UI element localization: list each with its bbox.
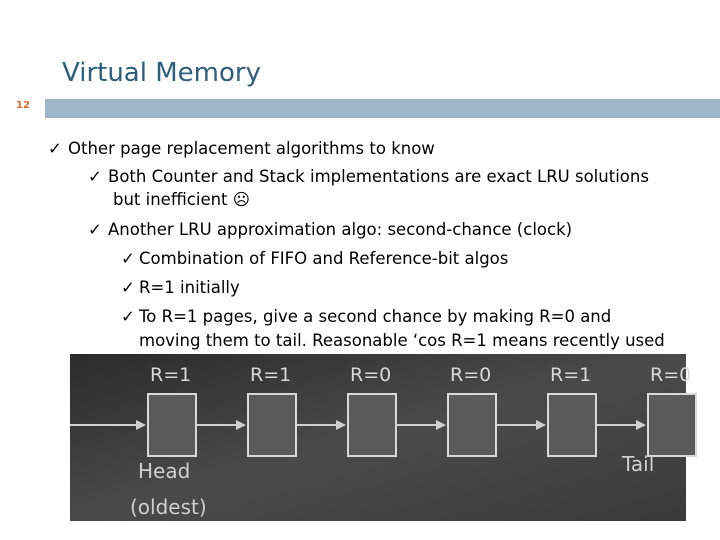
- check-icon: ✓: [48, 139, 62, 158]
- queue-node-box: [147, 393, 197, 457]
- queue-diagram: R=1 R=1 R=0 R=0 R=1 R=0 Head (oldest) Tail: [70, 354, 697, 521]
- bullet-item: ✓Combination of FIFO and Reference-bit a…: [121, 249, 508, 269]
- bullet-item: ✓ Another LRU approximation algo: second-…: [88, 220, 572, 240]
- queue-arrowhead: [636, 420, 646, 430]
- bullet-item: ✓To R=1 pages, give a second chance by m…: [121, 307, 611, 327]
- slide-number: 12: [16, 100, 30, 111]
- header-rule: [45, 99, 720, 118]
- queue-node-label: R=0: [450, 364, 491, 386]
- bullet-item: ✓ Other page replacement algorithms to kn…: [48, 139, 435, 159]
- queue-node-box: [347, 393, 397, 457]
- slide-title: Virtual Memory: [62, 58, 261, 88]
- bullet-item: ✓ Both Counter and Stack implementations …: [88, 167, 649, 187]
- head-label: Head: [138, 459, 190, 483]
- check-icon: ✓: [121, 307, 135, 326]
- bullet-text: To R=1 pages, give a second chance by ma…: [139, 307, 612, 326]
- queue-node-label: R=0: [650, 364, 691, 386]
- queue-node-box: [247, 393, 297, 457]
- clock-queue-photo: R=1 R=1 R=0 R=0 R=1 R=0 Head (oldest) Tail: [70, 354, 697, 521]
- check-icon: ✓: [121, 249, 135, 268]
- queue-arrowhead: [436, 420, 446, 430]
- bullet-item: ✓R=1 initially: [121, 278, 240, 298]
- bullet-text: Combination of FIFO and Reference-bit al…: [139, 249, 509, 268]
- queue-arrowhead: [336, 420, 346, 430]
- queue-node-label: R=1: [550, 364, 591, 386]
- bullet-continuation: moving them to tail. Reasonable ‘cos R=1…: [139, 331, 665, 350]
- bullet-text: Another LRU approximation algo: second-c…: [108, 220, 573, 239]
- queue-node-label: R=1: [150, 364, 191, 386]
- queue-node-label: R=1: [250, 364, 291, 386]
- bullet-text: R=1 initially: [139, 278, 240, 297]
- bullet-text: Other page replacement algorithms to kno…: [68, 139, 435, 158]
- queue-arrowhead: [536, 420, 546, 430]
- bullet-continuation: but inefficient ☹: [113, 190, 250, 209]
- check-icon: ✓: [88, 220, 102, 239]
- check-icon: ✓: [121, 278, 135, 297]
- queue-node-box: [447, 393, 497, 457]
- queue-arrowhead: [236, 420, 246, 430]
- queue-node-box: [647, 393, 697, 457]
- incoming-arrowhead: [136, 420, 146, 430]
- check-icon: ✓: [88, 167, 102, 186]
- queue-node-label: R=0: [350, 364, 391, 386]
- oldest-label: (oldest): [130, 495, 207, 519]
- bullet-text: Both Counter and Stack implementations a…: [108, 167, 649, 186]
- queue-node-box: [547, 393, 597, 457]
- tail-label: Tail: [621, 452, 654, 476]
